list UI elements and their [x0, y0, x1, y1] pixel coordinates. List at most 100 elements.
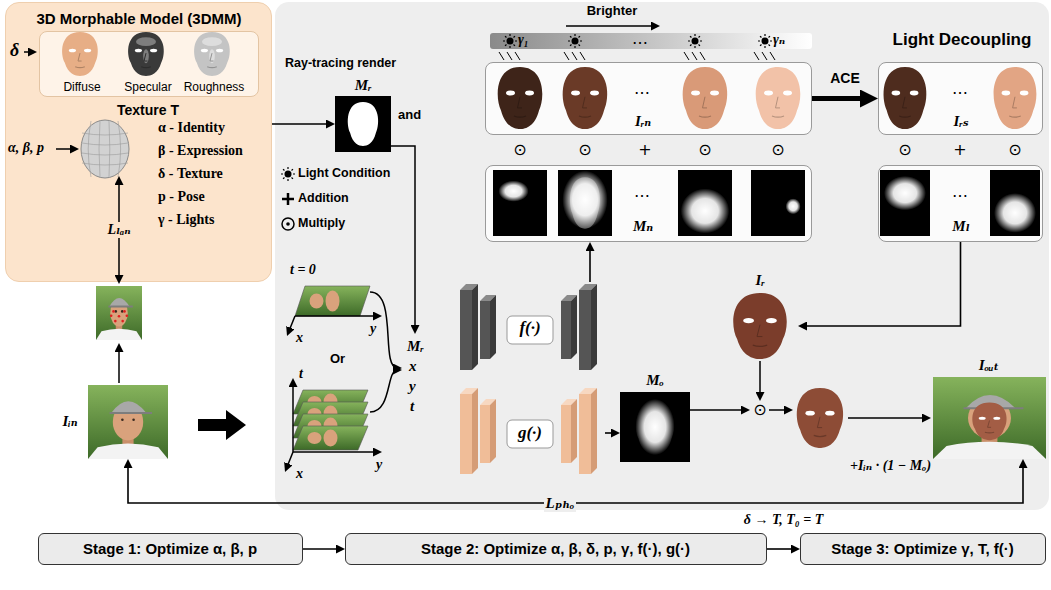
- light-icon: [509, 34, 510, 36]
- face-render: [571, 91, 580, 96]
- face-render: [563, 67, 608, 129]
- arrow-line: [289, 316, 295, 332]
- text-holder: δ → T, T₀ = T: [742, 512, 825, 528]
- face-render: [144, 53, 148, 61]
- annotation-label: ⊙: [753, 401, 766, 419]
- light-icon: [287, 179, 288, 181]
- node-label: Iᵣ: [755, 272, 764, 289]
- annotation-label: +Iᵢₙ · (1 − Mₒ): [850, 458, 931, 474]
- annotation-label: p - Pose: [158, 189, 205, 205]
- annotation-label: …: [634, 80, 650, 98]
- face-render: [128, 32, 164, 76]
- arrow-line: [848, 417, 927, 419]
- photo: [111, 401, 146, 413]
- face-render: [753, 345, 767, 346]
- edge-label: Lₚₕₒ: [544, 495, 577, 512]
- face-render: [498, 67, 543, 129]
- face-render: [710, 91, 719, 96]
- face-render: [590, 91, 599, 96]
- annotation-label: +: [638, 141, 651, 159]
- node-label: Roughness: [184, 81, 245, 95]
- light-icon: [690, 45, 691, 46]
- light-icon: [769, 36, 770, 37]
- network-layers: [460, 388, 597, 474]
- node-label: Mₙ: [633, 218, 653, 235]
- annotation-label: α - Identity: [158, 120, 225, 136]
- annotation-label: …: [952, 183, 968, 201]
- annotation-label: β - Expression: [158, 143, 243, 159]
- light-icon: [699, 45, 700, 46]
- face-render: [498, 67, 543, 129]
- mask-image: [786, 198, 801, 214]
- annotation-label: ⊙: [513, 141, 526, 159]
- face-render: [776, 97, 781, 108]
- face-render: [972, 402, 1006, 440]
- text-holder: ⊙: [898, 141, 911, 159]
- face-render: [141, 66, 151, 68]
- node-label: Light Decoupling: [893, 30, 1032, 50]
- arrow-line: [759, 361, 761, 397]
- light-icon: [688, 34, 702, 48]
- text-holder: Iₒᵤₜ: [979, 357, 999, 374]
- face-render: [143, 49, 149, 63]
- face-render: [84, 49, 91, 53]
- light-icon: [514, 36, 515, 37]
- text-holder: y: [409, 378, 416, 395]
- annotation-label: …: [632, 30, 648, 48]
- video-frame: [295, 286, 370, 316]
- light-icon: [690, 36, 691, 37]
- text-holder: α, β, p: [8, 140, 44, 156]
- video-frame: [295, 286, 370, 316]
- light-icon: [292, 169, 293, 170]
- light-ray: [499, 52, 504, 60]
- light-icon: [758, 40, 760, 41]
- flow-arrow: [198, 410, 246, 440]
- network-layers: [591, 388, 597, 474]
- mask-face: [635, 399, 674, 455]
- arrow-line: [293, 451, 378, 453]
- light-icon: [764, 34, 765, 36]
- photo: [118, 315, 121, 318]
- face-render: [988, 421, 991, 428]
- node-label: Mₗ: [952, 218, 970, 235]
- light-icon: [568, 40, 570, 41]
- video-frame: [293, 426, 368, 450]
- face-render: [683, 67, 728, 129]
- node-label: f(·): [519, 318, 540, 338]
- node-label: Texture T: [117, 102, 179, 118]
- text-holder: Mₒ: [646, 372, 664, 389]
- photo: [121, 310, 124, 313]
- text-holder: ⊙: [698, 141, 711, 159]
- addition-icon: [282, 193, 294, 205]
- face-render: [899, 116, 911, 117]
- photo: [121, 320, 124, 323]
- head-mesh: [118, 121, 121, 177]
- arrow-line: [690, 409, 746, 411]
- photo: [110, 412, 152, 414]
- face-render: [903, 97, 907, 108]
- face-render: [78, 53, 82, 61]
- light-icon: [285, 171, 292, 178]
- light-icon: [692, 38, 699, 45]
- photo: [108, 306, 132, 308]
- text-holder: Iᵣₙ: [635, 113, 651, 130]
- network-layers: [571, 295, 577, 359]
- face-render: [757, 325, 762, 337]
- text-holder: Mₙ: [633, 218, 653, 235]
- head-mesh: [99, 121, 100, 177]
- face-render: [814, 435, 826, 436]
- arrow-line: [24, 51, 33, 53]
- mask-image: [493, 170, 547, 236]
- text-holder: Or: [330, 352, 345, 367]
- text-holder: ⊙: [513, 141, 526, 159]
- photo: [88, 385, 168, 459]
- annotation-label: γ₁: [518, 32, 529, 48]
- face-render: [825, 411, 834, 416]
- mask-image: [678, 170, 732, 236]
- network-layers: [460, 284, 597, 370]
- light-ray: [572, 52, 577, 60]
- light-icon: [688, 40, 690, 41]
- annotation-label: Lₗₐₙ: [105, 222, 132, 238]
- text-holder: Mᵣ: [355, 77, 372, 94]
- light-ray: [692, 52, 697, 60]
